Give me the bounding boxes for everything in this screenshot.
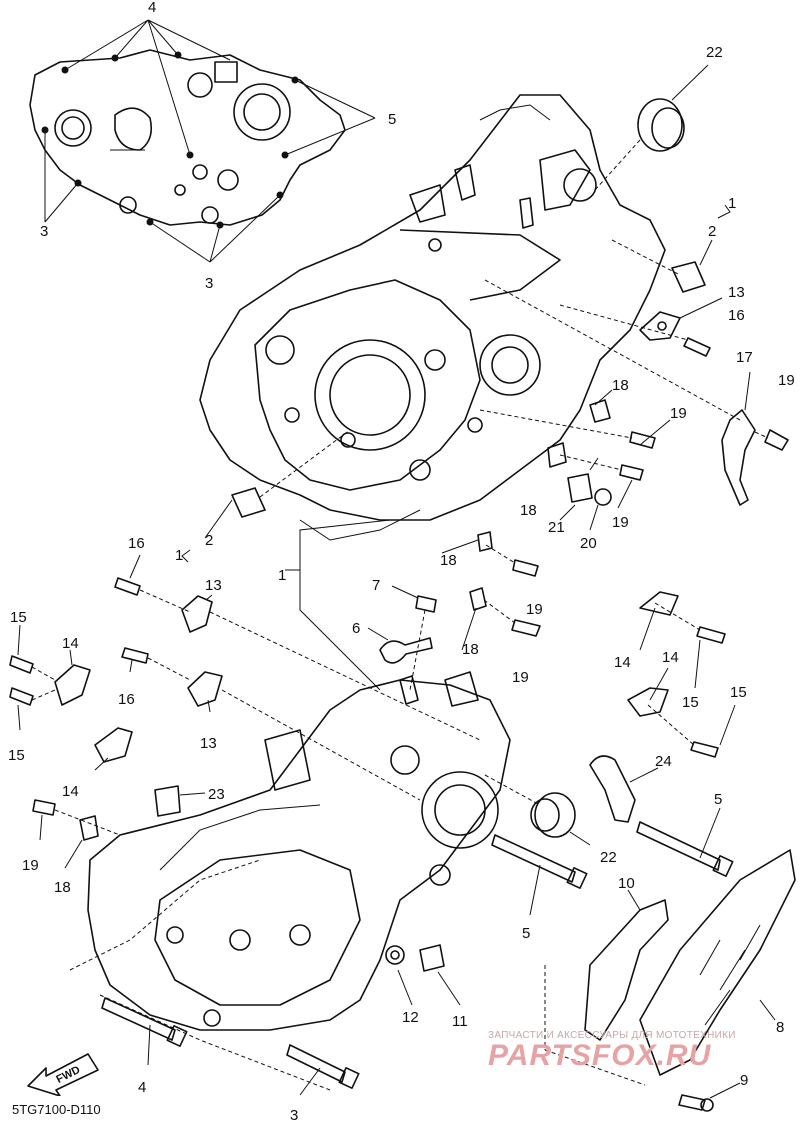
callout-c19-left: 19 bbox=[22, 857, 39, 874]
callout-c18-a: 18 bbox=[612, 377, 629, 394]
callout-c15-mid: 15 bbox=[8, 747, 25, 764]
callout-c14-right-b: 14 bbox=[662, 649, 679, 666]
callout-c15-right-b: 15 bbox=[730, 684, 747, 701]
diagram-code: 5TG7100-D110 bbox=[12, 1102, 101, 1117]
callout-c16-right: 16 bbox=[728, 307, 745, 324]
inset-crankcase-view bbox=[29, 19, 376, 263]
callout-c20: 20 bbox=[580, 535, 597, 552]
callout-c4-bottom: 4 bbox=[138, 1079, 146, 1096]
callout-c18-left: 18 bbox=[54, 879, 71, 896]
callout-c23: 23 bbox=[208, 786, 225, 803]
callout-c3-inset-left: 3 bbox=[40, 223, 48, 240]
callout-c17: 17 bbox=[736, 349, 753, 366]
lower-right-parts bbox=[101, 755, 796, 1112]
callout-c7: 7 bbox=[372, 577, 380, 594]
watermark-tagline: ЗАПЧАСТИ И АКСЕССУАРЫ ДЛЯ МОТОТЕХНИКИ bbox=[488, 1030, 736, 1041]
callout-c12: 12 bbox=[402, 1009, 419, 1026]
callout-c1-center: 1 bbox=[278, 567, 286, 584]
callout-c3-inset-bottom: 3 bbox=[205, 275, 213, 292]
callout-c14-left-b: 14 bbox=[62, 783, 79, 800]
callout-c19-d: 19 bbox=[512, 669, 529, 686]
callout-c2-right: 2 bbox=[708, 223, 716, 240]
callout-c15-right-a: 15 bbox=[682, 694, 699, 711]
callout-c19-b: 19 bbox=[612, 514, 629, 531]
callout-c5-lower: 5 bbox=[522, 925, 530, 942]
callout-c4-top: 4 bbox=[148, 0, 156, 16]
callout-c1-left: 1 bbox=[175, 547, 183, 564]
callout-c2-left: 2 bbox=[205, 532, 213, 549]
callout-c13-left-top: 13 bbox=[205, 577, 222, 594]
callout-c16-left: 16 bbox=[118, 691, 135, 708]
callout-c16-left-top: 16 bbox=[128, 535, 145, 552]
callout-c18-b: 18 bbox=[520, 502, 537, 519]
callout-c24: 24 bbox=[655, 753, 672, 770]
right-side-parts bbox=[469, 64, 789, 758]
left-side-parts bbox=[9, 429, 481, 869]
callout-c5-right: 5 bbox=[714, 791, 722, 808]
callout-c19-c: 19 bbox=[526, 601, 543, 618]
callout-c19-far-right: 19 bbox=[778, 372, 795, 389]
callout-c3-bottom: 3 bbox=[290, 1107, 298, 1123]
callout-c11: 11 bbox=[452, 1013, 468, 1030]
crankcase-right-upper bbox=[199, 94, 666, 541]
callout-c10: 10 bbox=[618, 875, 635, 892]
crankcase-left-lower bbox=[69, 519, 511, 1091]
callout-c18-d: 18 bbox=[462, 641, 479, 658]
callout-c14-right: 14 bbox=[614, 654, 631, 671]
callout-c1-right: 1 bbox=[728, 195, 736, 212]
callout-c5-inset: 5 bbox=[388, 111, 396, 128]
callout-c13-right: 13 bbox=[728, 284, 745, 301]
callout-c9: 9 bbox=[740, 1072, 748, 1089]
callout-c18-c: 18 bbox=[440, 552, 457, 569]
callout-c15-top: 15 bbox=[10, 609, 27, 626]
callout-c19-a: 19 bbox=[670, 405, 687, 422]
callout-c6: 6 bbox=[352, 620, 360, 637]
callout-c22-lower: 22 bbox=[600, 849, 617, 866]
callout-c21: 21 bbox=[548, 519, 565, 536]
watermark: ЗАПЧАСТИ И АКСЕССУАРЫ ДЛЯ МОТОТЕХНИКИ PA… bbox=[488, 1030, 788, 1073]
watermark-brand: PARTSFOX.RU bbox=[488, 1039, 712, 1072]
callout-c14-left: 14 bbox=[62, 635, 79, 652]
callout-c8: 8 bbox=[776, 1019, 784, 1036]
callout-c22-top: 22 bbox=[706, 44, 723, 61]
fwd-arrow-icon: FWD bbox=[27, 1053, 99, 1096]
callout-c13-left: 13 bbox=[200, 735, 217, 752]
